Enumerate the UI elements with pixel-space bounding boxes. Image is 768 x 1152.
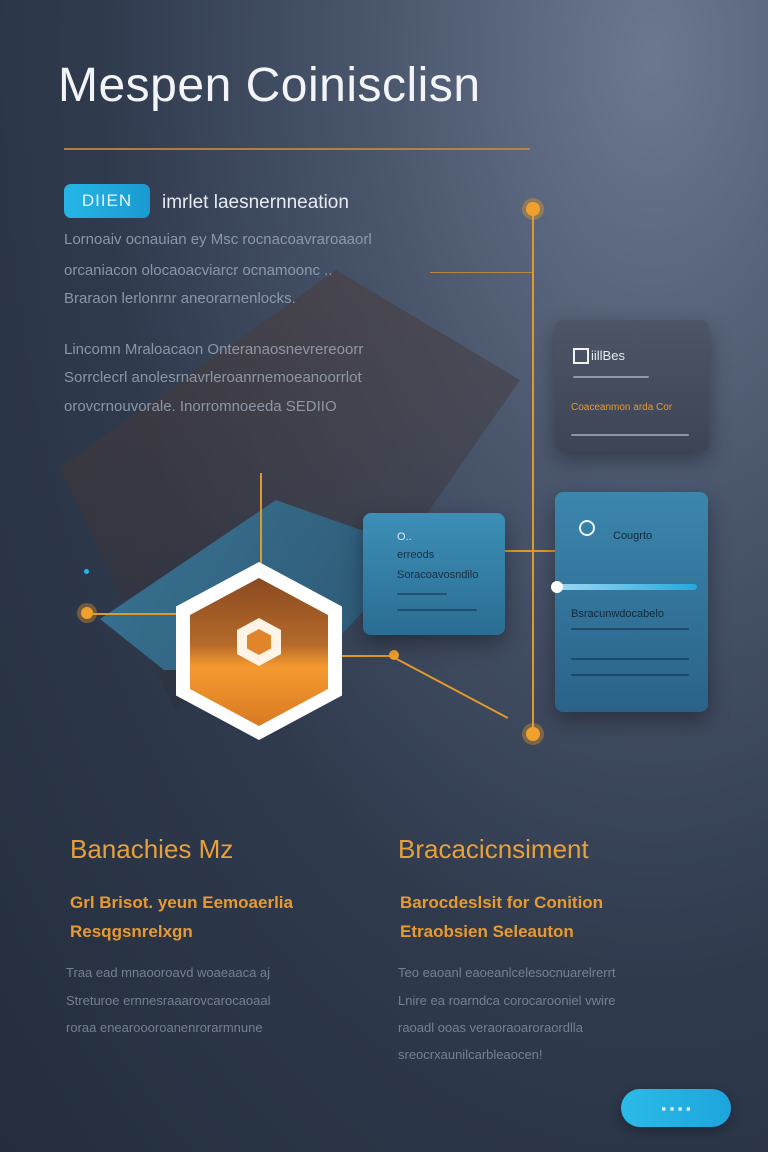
section-heading: Bracacicnsiment — [398, 834, 589, 864]
section-body-line: raoadl ooas veraoraoaroraordlla — [398, 1020, 584, 1035]
info-card-right[interactable]: Cougrto Bsracunwdocabelo — [551, 492, 708, 712]
intro-line: Lornoaiv ocnauian ey Msc rocnacoavraroaa… — [64, 231, 372, 248]
category-badge[interactable]: DIIEN — [64, 184, 150, 218]
section-subheading: Resqgsnrelxgn — [70, 922, 193, 941]
connector-diagonal — [392, 656, 509, 719]
progress-bar — [555, 584, 697, 590]
card-title: Bsracunwdocabelo — [571, 608, 664, 620]
cta-button[interactable]: ▪ ▪ ▪ ▪ — [621, 1089, 731, 1127]
card-line — [571, 628, 689, 630]
section-subheading: Barocdeslsit for Conition — [400, 893, 604, 912]
small-blue-dot — [84, 569, 89, 574]
page-title: Mespen Coinisclisn — [58, 59, 481, 112]
connector-line — [260, 473, 262, 563]
card-title: erreods — [397, 549, 435, 561]
node-dot[interactable] — [81, 607, 93, 619]
card-line — [571, 434, 689, 436]
section-heading: Banachies Mz — [70, 834, 234, 864]
info-card-middle[interactable]: O.. erreods Soracoavosndilo — [363, 513, 505, 635]
card-label: Cougrto — [613, 530, 653, 542]
slider-handle[interactable] — [551, 581, 563, 593]
page-subtitle: imrlet laesnernneation — [162, 192, 349, 213]
card-line — [571, 658, 689, 660]
intro-line: orcaniacon olocaoacviarcr ocnamoonc .. — [64, 262, 333, 279]
card-icon-label: O.. — [397, 531, 412, 543]
circle-icon — [579, 520, 595, 536]
card-caption: Coaceanmon arda Cor — [571, 402, 673, 413]
intro-line: Lincomn Mraloacaon Onteranaosnevrereoorr — [64, 341, 364, 358]
connector-line — [342, 655, 394, 657]
section-subheading: Etraobsien Seleauton — [400, 922, 574, 941]
section-body-line: Streturoe ernnesraaarovcarocaoaal — [66, 993, 271, 1008]
card-line — [397, 609, 477, 611]
intro-line: Braraon lerlonrnr aneorarnenlocks. — [64, 290, 296, 307]
card-label: iillBes — [591, 348, 625, 363]
section-body-line: Lnire ea roarndca corocarooniel vwire — [398, 993, 616, 1008]
section-subheading: Grl Brisot. yeun Eemoaerlia — [70, 893, 293, 912]
intro-line: Sorrclecrl anolesrnavrleroanrnemoeanoorr… — [64, 369, 362, 386]
node-dot[interactable] — [526, 202, 540, 216]
connector-vertical — [532, 212, 534, 734]
node-dot[interactable] — [526, 727, 540, 741]
section-body-line: roraa enearoooroanenrorarmnune — [66, 1020, 263, 1035]
square-icon — [573, 348, 589, 364]
section-body-line: Traa ead mnaooroavd woaeaaca aj — [66, 965, 271, 980]
intro-line: orovcrnouvorale. Inorromnoeeda SEDIIO — [64, 398, 337, 415]
section-body-line: Teo eaoanl eaoeanlcelesocnuarelrerrt — [398, 965, 616, 980]
connector-line — [430, 272, 532, 273]
card-subtitle: Soracoavosndilo — [397, 569, 479, 581]
card-line — [573, 376, 649, 378]
info-card-top[interactable]: iillBes Coaceanmon arda Cor — [555, 320, 709, 452]
connector-line — [92, 613, 178, 615]
card-line — [397, 593, 447, 595]
section-body-line: sreocrxaunilcarbleaocen! — [398, 1047, 543, 1062]
node-dot[interactable] — [389, 650, 399, 660]
card-line — [571, 674, 689, 676]
title-divider — [64, 148, 530, 150]
